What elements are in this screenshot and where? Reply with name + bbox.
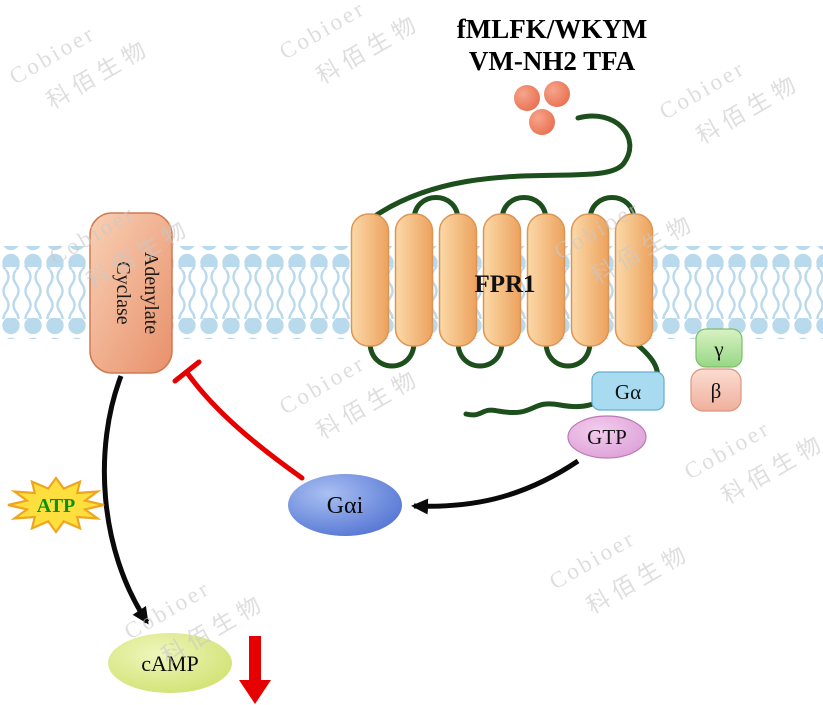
- camp-ellipse: [108, 633, 232, 693]
- helix-3: [438, 213, 478, 347]
- watermark: Cobioer 科佰生物: [275, 350, 425, 444]
- extracellular-loop-3: [587, 195, 637, 223]
- g-alpha-subunit: [592, 372, 664, 410]
- extracellular-loop-1: [411, 195, 461, 223]
- camp-decrease-arrow: [239, 636, 271, 704]
- receptor-name-label: FPR1: [474, 271, 535, 298]
- intracellular-loop-2: [455, 339, 505, 369]
- ligand-molecule-3: [529, 109, 555, 135]
- gai-complex: Gαi: [288, 474, 402, 536]
- inhibition-arrow-bar: [172, 359, 202, 384]
- ligand: fMLFK/WKYM VM-NH2 TFA: [457, 14, 647, 135]
- camp-result: cAMP: [108, 633, 271, 704]
- gai-label: Gαi: [327, 493, 364, 519]
- adenylate-cyclase: Adenylate Cyclase: [89, 212, 173, 374]
- activation-arrow-ac-to-camp: [101, 375, 150, 625]
- activation-arrow-gtp-to-gai: [411, 458, 580, 515]
- g-protein-complex: γ β Gα GTP: [567, 328, 743, 459]
- beta-subunit: [690, 368, 742, 412]
- watermark: Cobioer 科佰生物: [680, 415, 823, 509]
- atp-label: ATP: [37, 495, 76, 517]
- watermark: Cobioer 科佰生物: [545, 525, 695, 619]
- camp-label: cAMP: [141, 651, 198, 676]
- gai-ellipse: [288, 474, 402, 536]
- ligand-molecule-2: [544, 81, 570, 107]
- enzyme-label-line2: Cyclase: [112, 261, 134, 324]
- beta-label: β: [711, 379, 722, 403]
- atp-burst-shape: [8, 478, 104, 532]
- receptor-loops: [367, 113, 660, 418]
- enzyme-label-line1: Adenylate: [140, 252, 162, 334]
- ligand-name-line1: fMLFK/WKYM: [457, 14, 647, 44]
- helix-2: [394, 213, 434, 347]
- helix-4: [482, 213, 522, 347]
- ligand-name-line2: VM-NH2 TFA: [469, 46, 636, 76]
- transmembrane-helices: [350, 213, 654, 347]
- atp-burst-outline: [7, 476, 105, 534]
- helix-1: [350, 213, 390, 347]
- gtp-ellipse: [567, 415, 647, 459]
- helix-5: [526, 213, 566, 347]
- intracellular-loop-1: [367, 339, 417, 369]
- g-alpha-label: Gα: [615, 380, 641, 404]
- gamma-label: γ: [713, 337, 723, 361]
- g-alpha-border: [591, 371, 665, 411]
- gamma-subunit: [695, 328, 743, 368]
- intracellular-loop-3: [543, 339, 593, 369]
- inhibition-arrow: [172, 359, 305, 481]
- atp-starburst: ATP: [7, 476, 105, 534]
- ligand-molecule-1: [514, 85, 540, 111]
- watermark: Cobioer 科佰生物: [655, 55, 805, 149]
- helix-6: [570, 213, 610, 347]
- helix-7: [614, 213, 654, 347]
- gtp-label: GTP: [587, 425, 627, 449]
- watermark: Cobioer 科佰生物: [275, 0, 425, 89]
- n-terminus-loop: [369, 113, 633, 221]
- extracellular-loop-2: [499, 195, 549, 223]
- inhibition-arrow-line: [185, 371, 305, 481]
- adenylate-cyclase-body: [89, 212, 173, 374]
- watermark: Cobioer 科佰生物: [5, 20, 155, 114]
